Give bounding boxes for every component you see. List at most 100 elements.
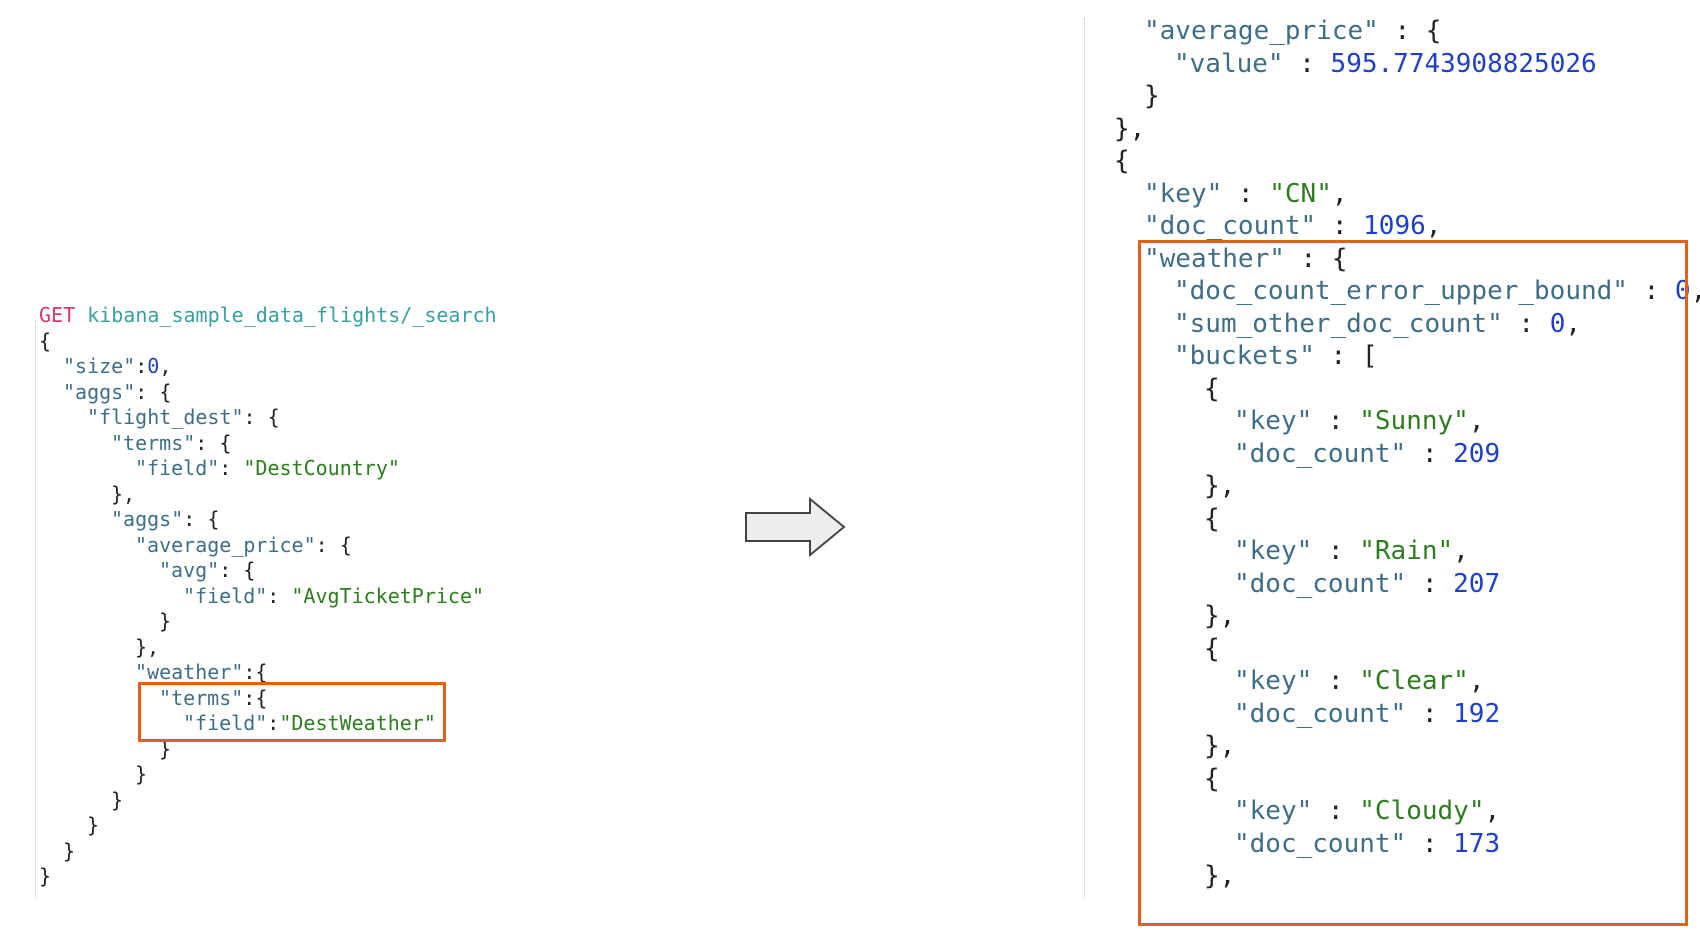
code-line: } [87,815,99,835]
code-token: "avg" [159,558,220,582]
indent-guide [35,320,36,898]
code-token: : [219,456,244,480]
code-token: "field" [183,583,268,608]
code-token: , [1468,666,1485,696]
code-token: { [1204,503,1220,534]
code-line: }, [111,484,135,504]
code-line: "average_price": { [135,535,352,555]
code-token: "doc_count" [1234,698,1407,729]
code-token: 173 [1453,828,1501,859]
code-token: 209 [1453,438,1501,469]
code-token: , [1565,308,1582,339]
code-token: , [1453,536,1469,566]
code-token: 595.7743908825026 [1330,48,1597,79]
code-line: "avg": { [159,560,255,580]
response-viewer[interactable]: "average_price" : { "value" : 595.7743908… [1080,0,1700,930]
code-token: "average_price" [1144,16,1379,46]
code-line: "key" : "Clear", [1234,668,1484,694]
code-token: :{ [243,660,268,684]
code-token: 0 [1549,308,1566,339]
code-line: { [1204,376,1220,402]
code-token: "key" [1234,406,1313,436]
code-line: "terms":{ [159,688,267,708]
code-token: : [1406,698,1454,729]
code-token: } [135,762,148,786]
code-token: : [267,711,280,735]
code-token: : [1312,536,1360,566]
code-token: "weather" [135,660,244,684]
code-line: "key" : "Sunny", [1234,408,1484,434]
code-token: } [159,609,172,633]
code-token: : { [315,532,352,557]
code-line: } [135,764,147,784]
code-token: : { [1378,16,1442,46]
code-token: } [159,736,172,761]
code-token: : [ [1314,341,1378,371]
code-token: "buckets" [1174,341,1315,371]
code-token: : [267,583,292,608]
code-token: }, [1114,113,1146,144]
indent-guide [1084,18,1085,898]
code-token: "aggs" [111,507,184,531]
code-token: } [111,787,124,812]
code-token: "field" [135,456,220,480]
code-token: : [1502,308,1550,339]
code-token: "weather" [1144,243,1285,274]
code-line: "aggs": { [111,509,219,529]
code-line: "doc_count" : 192 [1234,701,1500,727]
code-line: "key" : "CN", [1144,181,1348,207]
code-token: "doc_count_error_upper_bound" [1174,276,1628,306]
code-token: 0 [147,354,160,378]
code-token: { [1204,633,1220,664]
code-token: "Rain" [1359,536,1454,566]
code-token: } [39,864,52,888]
code-line: }, [1204,473,1235,499]
code-token: "Cloudy" [1359,796,1485,826]
code-token: "value" [1174,48,1284,79]
code-token: }, [1204,861,1236,891]
code-token: 207 [1453,568,1501,599]
code-line: } [159,611,171,631]
code-token: :{ [243,685,268,710]
code-token: , [1484,796,1501,826]
code-token: }, [1204,601,1236,631]
code-token: : [1316,211,1364,241]
code-token: "terms" [111,430,196,455]
code-token: : { [183,507,220,531]
code-token: : [135,354,148,378]
code-line: }, [1114,116,1145,142]
code-token: : { [135,379,172,404]
code-token: } [87,813,100,837]
code-token: , [1468,406,1485,436]
code-token: , [1331,178,1348,209]
code-token: "key" [1234,536,1313,566]
code-token: : { [219,558,256,582]
code-line: "doc_count" : 207 [1234,571,1500,597]
code-token: { [1204,763,1220,794]
code-token: { [39,328,52,353]
code-token: }, [135,634,160,659]
code-token: , [1691,276,1700,306]
code-token [75,303,87,327]
code-line: "field":"DestWeather" [183,713,436,733]
code-line: }, [1204,863,1235,889]
code-token: : [1406,568,1454,599]
code-line: { [1204,766,1220,792]
code-line: }, [1204,733,1235,759]
code-token: "sum_other_doc_count" [1174,308,1503,339]
code-token: kibana_sample_data_flights/_search [87,303,497,327]
request-editor[interactable]: GET kibana_sample_data_flights/_search{"… [0,0,560,930]
code-token: "DestWeather" [279,711,436,735]
code-token: }, [111,481,136,506]
code-line: } [63,841,75,861]
code-token: "aggs" [63,379,136,404]
code-token: "key" [1144,178,1223,209]
code-line: { [1114,148,1130,174]
code-token: : [1406,828,1454,859]
code-line: "doc_count" : 209 [1234,441,1500,467]
code-token: : [1222,178,1270,209]
code-token: "size" [63,354,136,378]
code-token: , [1425,211,1442,241]
code-line: "value" : 595.7743908825026 [1174,51,1597,77]
right-arrow-icon [744,496,848,561]
